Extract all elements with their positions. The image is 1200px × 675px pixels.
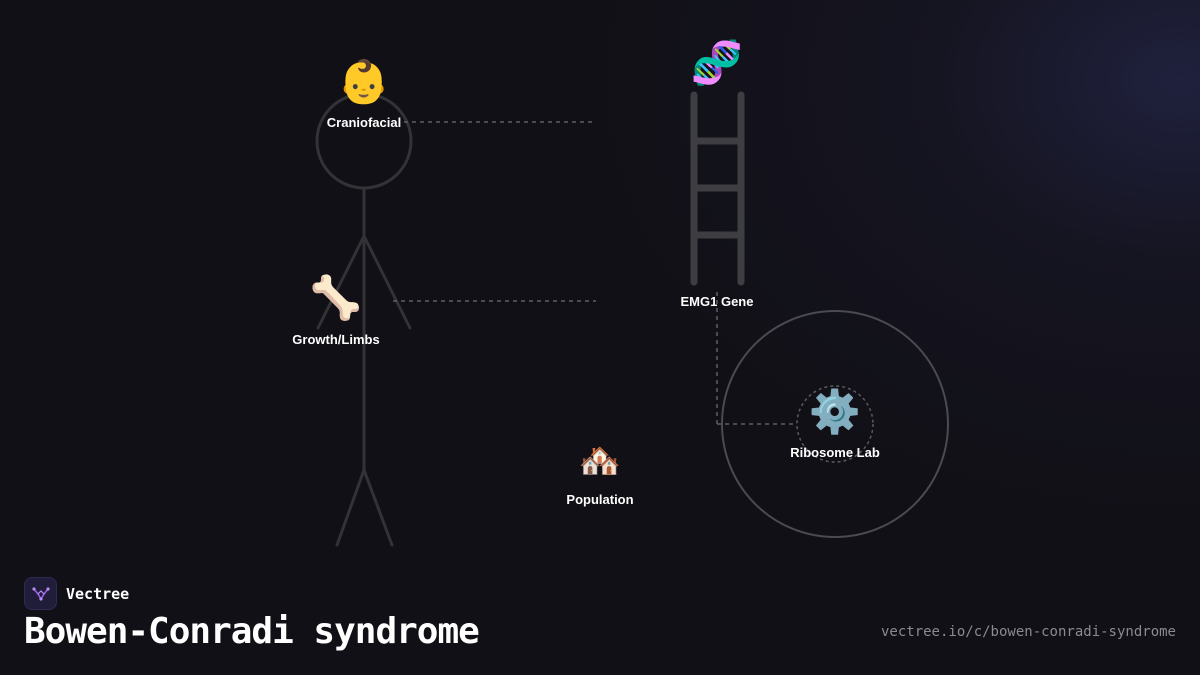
stick-figure [315,92,413,547]
node-ribosome[interactable]: ⚙️ Ribosome Lab [790,387,880,460]
brand: Vectree [24,577,129,610]
nucleolus-circle [796,385,874,463]
node-label: Population [566,492,633,507]
node-label: Ribosome Lab [790,445,880,460]
node-label: Craniofacial [327,115,401,130]
node-population[interactable]: 🏘️ Population [566,441,633,507]
figure-right-leg [362,468,394,547]
node-growth[interactable]: 🦴 Growth/Limbs [292,272,379,347]
figure-left-leg [335,468,366,547]
node-label: Growth/Limbs [292,332,379,347]
dna-icon: 🧬 [691,37,743,88]
figure-left-arm [316,234,366,330]
figure-head [315,92,413,190]
bone-icon: 🦴 [310,272,362,322]
vectree-logo-mark [31,586,50,601]
page-title: Bowen-Conradi syndrome [24,611,480,652]
vectree-logo-icon [24,577,57,610]
page-url[interactable]: vectree.io/c/bowen-conradi-syndrome [880,624,1176,640]
node-gene[interactable]: 🧬 EMG1 Gene [681,37,754,309]
figure-right-arm [362,234,412,330]
houses-icon: 🏘️ [579,441,621,481]
gear-icon: ⚙️ [809,387,861,436]
baby-face-icon: 👶 [338,57,390,106]
dna-ladder [690,91,745,286]
node-label: EMG1 Gene [681,294,754,309]
brand-name: Vectree [66,584,130,603]
node-craniofacial[interactable]: 👶 Craniofacial [327,57,401,130]
connectors [393,121,797,425]
cell-outer-circle [721,310,949,538]
